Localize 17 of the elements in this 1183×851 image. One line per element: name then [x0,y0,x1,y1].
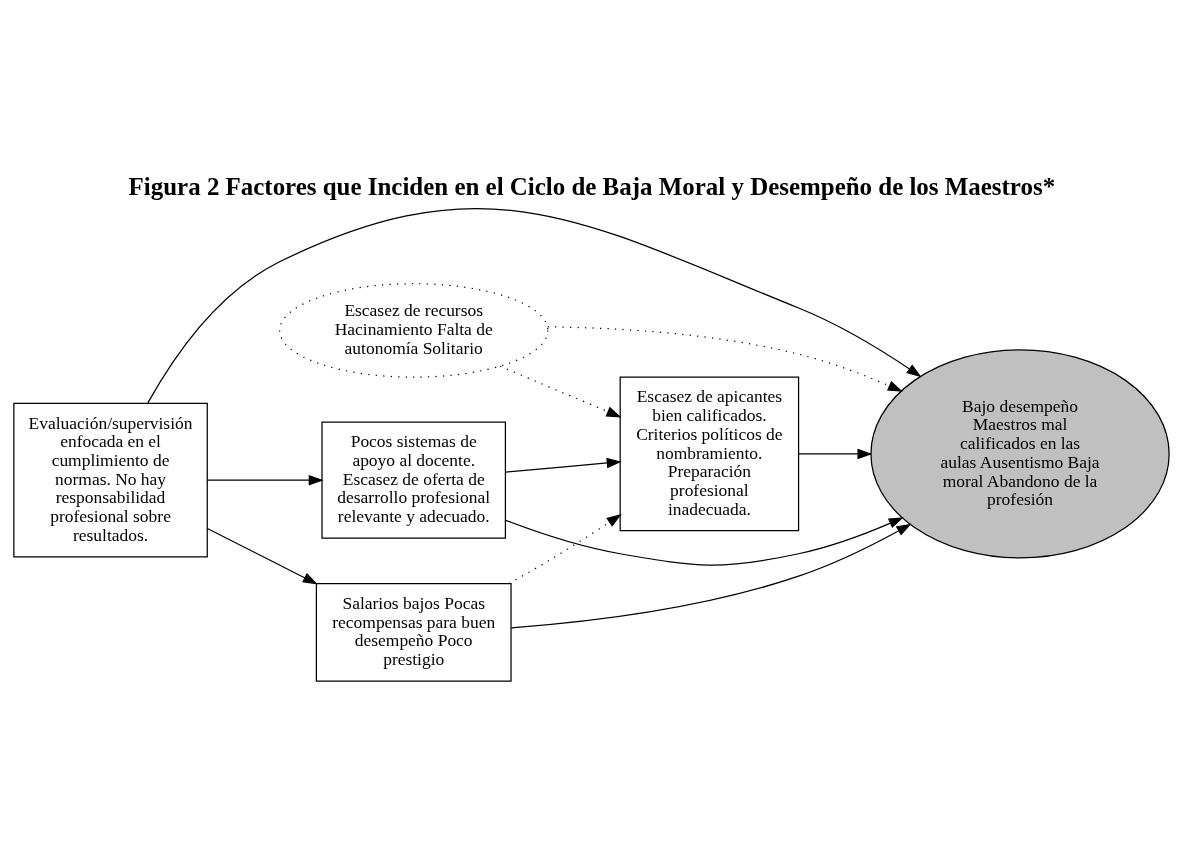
arrow [499,365,622,417]
arrow [206,474,324,485]
arrow [206,527,318,584]
arrow [508,513,622,584]
arrow [505,457,622,473]
arrow [510,523,912,628]
node-ellipse: Bajo desempeño Maestros mal calificados en las aulas Ausentismo Baja moral Abandono de la profesión [870,348,1170,559]
diagram-title: Figura 2 Factores que Inciden en el Ciclo de Baja Moral y Desempeño de los Maestros* [128,172,1056,200]
node-box: Salarios bajos Pocas recompensas para buen desempeño Poco prestigio [315,582,512,682]
arrow [798,448,873,459]
node-ellipse: Escasez de recursos Hacinamiento Falta de autonomía Solitario [279,282,549,378]
node-box: Pocos sistemas de apoyo al docente. Escasez de oferta de desarrollo profesional relevante y adecuado. [321,421,507,539]
arrow [547,325,903,392]
arrow [147,207,922,403]
node-box: Evaluación/supervisión enfocada en el cumplimiento de normas. No hay responsabilidad profesional sobre resultados. [13,402,208,557]
node-box: Escasez de apicantes bien calificados. Criterios políticos de nombramiento. Preparación profesional inadecuada. [619,376,800,531]
arrow [504,516,904,566]
